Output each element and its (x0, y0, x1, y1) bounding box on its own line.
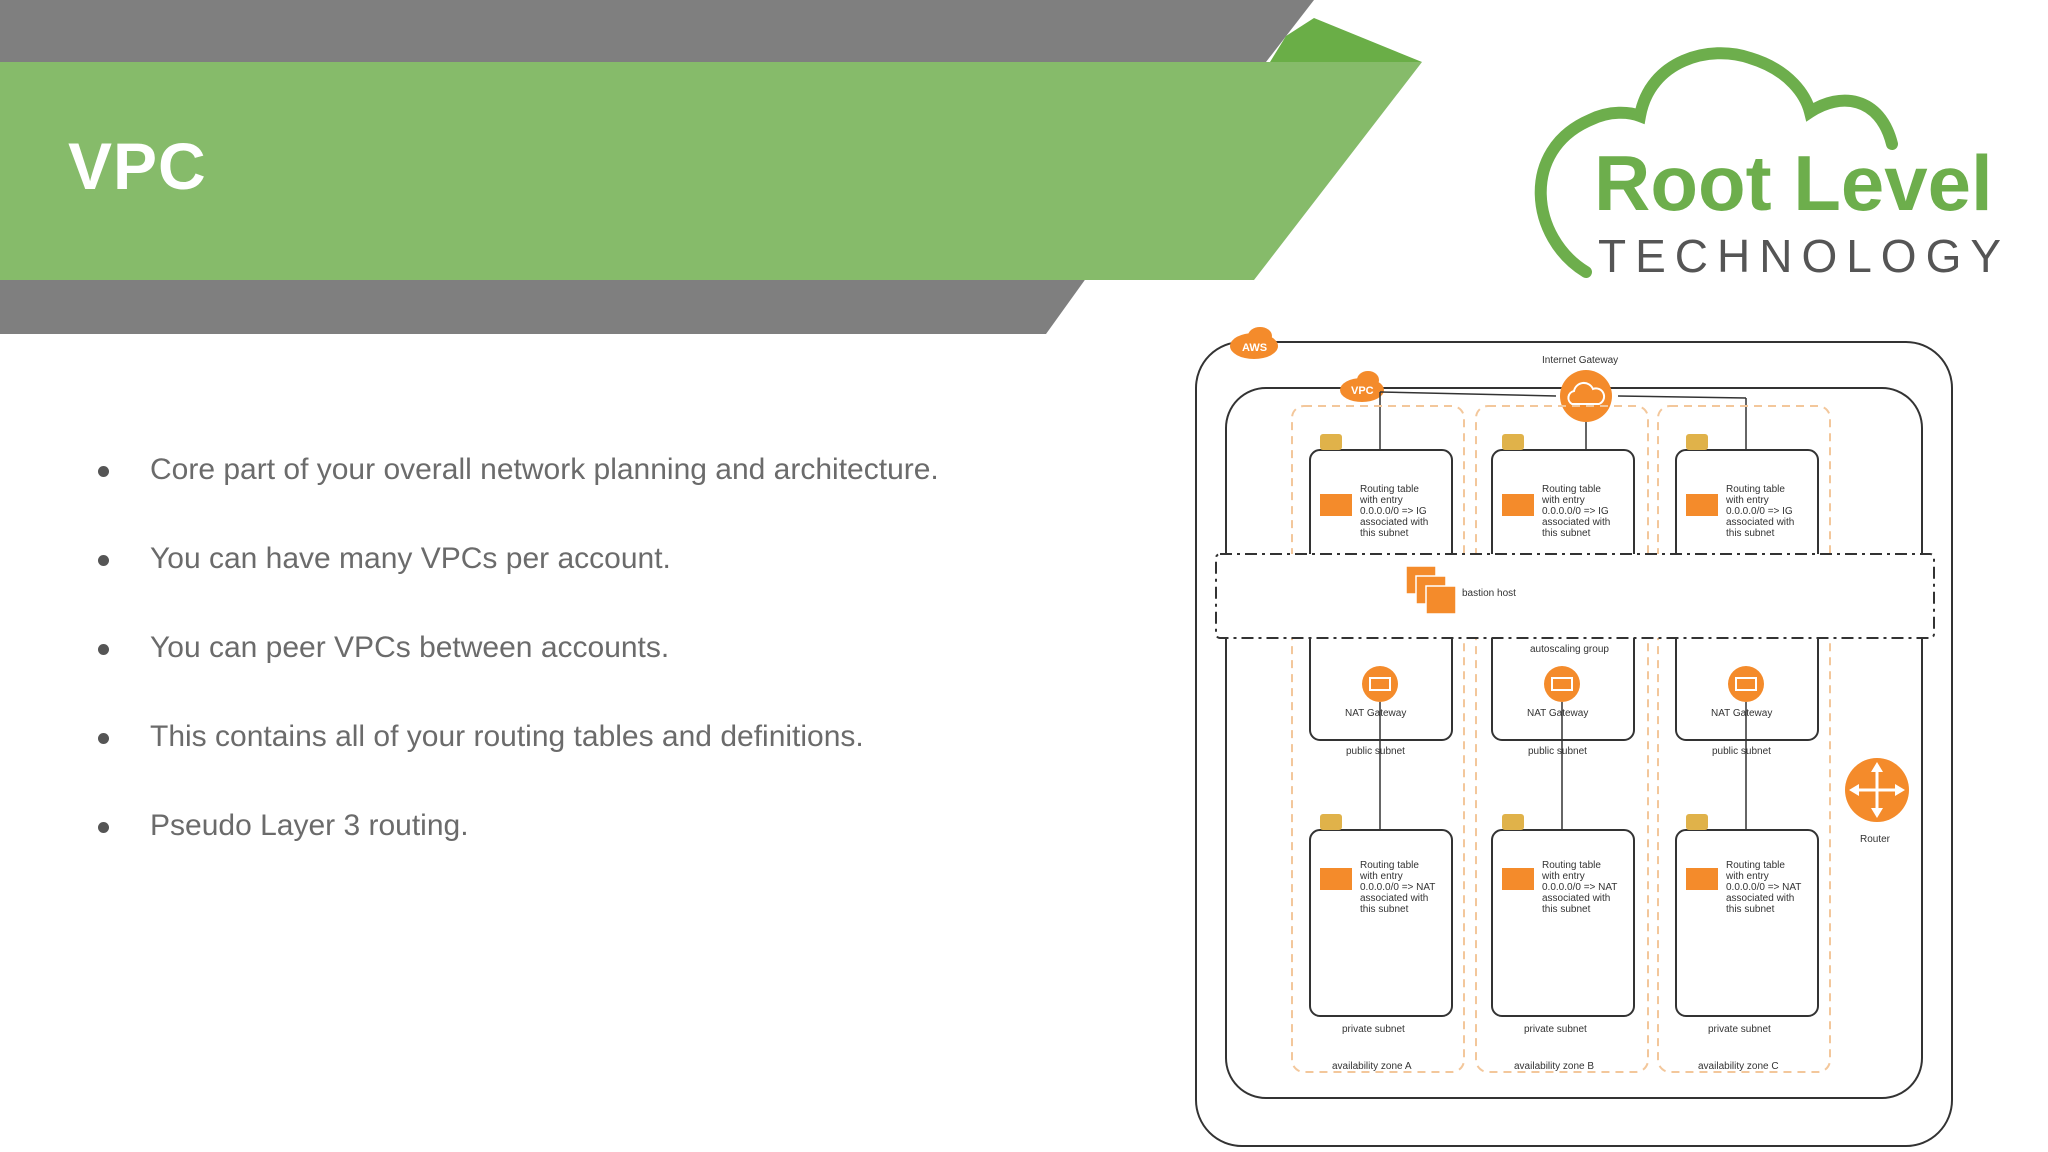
private-subnet-label: private subnet (1708, 1024, 1771, 1035)
bullet-item: You can peer VPCs between accounts. (98, 620, 1158, 709)
firewall-icon (1686, 868, 1718, 890)
nat-gateway-icon (1362, 666, 1398, 702)
private-subnet-box (1309, 829, 1453, 1017)
routing-table-text: Routing table with entry 0.0.0.0/0 => IG… (1725, 484, 1797, 539)
bullet-item: You can have many VPCs per account. (98, 531, 1158, 620)
private-subnet-label: private subnet (1524, 1024, 1587, 1035)
public-subnet-label: public subnet (1528, 746, 1587, 757)
availability-zone-label: availability zone A (1332, 1061, 1412, 1072)
lock-icon (1686, 434, 1708, 450)
zone-c: Routing table with entry 0.0.0.0/0 => IG… (1675, 434, 1819, 1072)
root-level-logo: Root Level TECHNOLOGY (1534, 47, 2010, 282)
firewall-icon (1686, 494, 1718, 516)
routing-table-text: Routing table with entry 0.0.0.0/0 => IG… (1359, 484, 1431, 539)
firewall-icon (1320, 494, 1352, 516)
routing-table-text: Routing table with entry 0.0.0.0/0 => IG… (1541, 484, 1613, 539)
routing-table-text: Routing table with entry 0.0.0.0/0 => NA… (1541, 860, 1620, 915)
banner-gray-bottom (0, 270, 1092, 334)
banner-green-accent (1270, 18, 1422, 62)
availability-zone-b (1475, 405, 1649, 1073)
igw-link-a (1379, 391, 1557, 397)
internet-gateway-icon (1560, 370, 1612, 422)
bullet-list: Core part of your overall network planni… (98, 442, 1158, 887)
bullet-dot (98, 466, 109, 477)
lock-icon (1502, 814, 1524, 830)
vpc-cloud-icon: VPC (1340, 371, 1384, 402)
firewall-icon (1502, 868, 1534, 890)
nat-gateway-icon (1544, 666, 1580, 702)
lock-icon (1686, 814, 1708, 830)
aws-badge-label: AWS (1242, 342, 1267, 354)
routing-table-text: Routing table with entry 0.0.0.0/0 => NA… (1359, 860, 1438, 915)
banner-green (0, 62, 1422, 280)
lock-icon (1502, 434, 1524, 450)
bullet-dot (98, 822, 109, 833)
bullet-item: Pseudo Layer 3 routing. (98, 798, 1158, 887)
private-subnet-box (1675, 829, 1819, 1017)
availability-zone-a (1291, 405, 1465, 1073)
logo-cloud-outline (1534, 47, 1898, 278)
aws-cloud-icon: AWS (1230, 327, 1278, 359)
firewall-icon (1320, 868, 1352, 890)
nat-gateway-label: NAT Gateway (1345, 708, 1406, 719)
bullet-dot (98, 644, 109, 655)
igw-link-c (1617, 395, 1747, 399)
aws-cloud-boundary (1195, 341, 1953, 1147)
vpc-badge-label: VPC (1351, 385, 1374, 397)
router-icon (1845, 758, 1909, 822)
bullet-text: This contains all of your routing tables… (150, 720, 864, 753)
lock-icon (1320, 814, 1342, 830)
bullet-item: This contains all of your routing tables… (98, 709, 1158, 798)
bullet-item: Core part of your overall network planni… (98, 442, 1158, 531)
slide-title: VPC (68, 129, 207, 203)
autoscaling-group-band (1215, 553, 1935, 639)
nat-gateway-label: NAT Gateway (1527, 708, 1588, 719)
bullet-text: Pseudo Layer 3 routing. (150, 809, 469, 842)
bastion-host-icon (1405, 565, 1457, 615)
bullet-dot (98, 555, 109, 566)
availability-zone-label: availability zone C (1698, 1061, 1779, 1072)
public-subnet-label: public subnet (1712, 746, 1771, 757)
nat-gateway-label: NAT Gateway (1711, 708, 1772, 719)
bastion-host-label: bastion host (1462, 588, 1516, 599)
logo-tagline: TECHNOLOGY (1598, 230, 2010, 282)
bullet-dot (98, 733, 109, 744)
private-subnet-box (1491, 829, 1635, 1017)
zone-a: Routing table with entry 0.0.0.0/0 => IG… (1309, 434, 1453, 1072)
logo-name: Root Level (1594, 139, 1993, 227)
bullet-text: Core part of your overall network planni… (150, 453, 939, 486)
lock-icon (1320, 434, 1342, 450)
availability-zone-c (1657, 405, 1831, 1073)
router-label: Router (1860, 834, 1891, 845)
bullet-text: You can peer VPCs between accounts. (150, 631, 670, 664)
availability-zone-label: availability zone B (1514, 1061, 1594, 1072)
firewall-icon (1502, 494, 1534, 516)
nat-gateway-icon (1728, 666, 1764, 702)
autoscaling-group-label: autoscaling group (1530, 644, 1609, 655)
private-subnet-label: private subnet (1342, 1024, 1405, 1035)
banner-gray-top (0, 0, 1314, 62)
zone-b: Routing table with entry 0.0.0.0/0 => IG… (1491, 434, 1635, 1072)
vpc-architecture-diagram: AWS VPC Internet Gateway Routing table w… (1195, 327, 1953, 1147)
public-subnet-label: public subnet (1346, 746, 1405, 757)
internet-gateway-label: Internet Gateway (1542, 355, 1618, 366)
routing-table-text: Routing table with entry 0.0.0.0/0 => NA… (1725, 860, 1804, 915)
bullet-text: You can have many VPCs per account. (150, 542, 671, 575)
header-banner (0, 0, 1422, 334)
